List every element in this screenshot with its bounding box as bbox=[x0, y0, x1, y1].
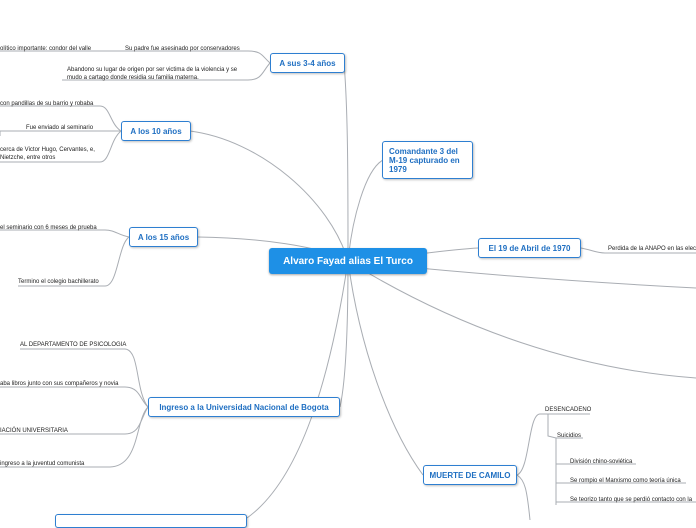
subtopic-anapo[interactable]: Perdida de la ANAPO en las elec bbox=[608, 246, 696, 252]
link-right-2 bbox=[347, 260, 696, 379]
link-bottom bbox=[246, 260, 349, 519]
link-seminario bbox=[0, 130, 121, 136]
link-comandante bbox=[347, 159, 384, 262]
link-colegio bbox=[18, 236, 130, 287]
subtopic-colegio[interactable]: Termino el colegio bachillerato bbox=[18, 279, 99, 285]
topic-muerte-camilo[interactable]: MUERTE DE CAMILO bbox=[423, 465, 517, 485]
link-a34 bbox=[343, 62, 349, 262]
subtopic-seminario[interactable]: Fue enviado al seminario bbox=[26, 125, 94, 131]
subtopic-libros[interactable]: aba libros junto con sus compañeros y no… bbox=[0, 381, 119, 387]
link-libros bbox=[0, 386, 149, 408]
subtopic-juventud[interactable]: ingreso a la juventud comunista bbox=[0, 461, 85, 467]
subtopic-victor-hugo[interactable]: cerca de Victor Hugo, Cervantes, e, Niet… bbox=[0, 147, 95, 161]
subtopic-pandillas[interactable]: con pandillas de su barrio y robaba bbox=[0, 101, 94, 107]
link-juventud bbox=[0, 406, 149, 468]
subtopic-abandono[interactable]: Abandono su lugar de origen por ser vict… bbox=[67, 67, 238, 81]
link-abandono bbox=[62, 62, 271, 81]
topic-a-sus-3-4[interactable]: A sus 3-4 años bbox=[270, 53, 345, 73]
link-victor bbox=[0, 130, 122, 163]
link-psicologia bbox=[20, 348, 149, 408]
topic-a-los-10[interactable]: A los 10 años bbox=[121, 121, 191, 141]
subtopic-psicologia[interactable]: AL DEPARTAMENTO DE PSICOLOGIA bbox=[20, 342, 127, 348]
subtopic-suicidios[interactable]: Suicidios bbox=[557, 433, 582, 439]
subtopic-prueba[interactable]: el seminario con 6 meses de prueba bbox=[0, 225, 97, 231]
subtopic-division[interactable]: División chino-soviética bbox=[570, 459, 633, 465]
link-univ bbox=[339, 260, 349, 408]
subtopic-padre[interactable]: Su padre fue asesinado por conservadores bbox=[125, 46, 240, 52]
link-camilo-down bbox=[516, 474, 531, 520]
subtopic-condor[interactable]: olítico importante: condor del valle bbox=[0, 46, 92, 52]
subtopic-desencadeno[interactable]: DESENCADENO bbox=[545, 407, 592, 413]
topic-bottom-cutoff[interactable] bbox=[55, 514, 247, 528]
link-prueba bbox=[0, 229, 130, 238]
link-condor bbox=[0, 50, 271, 64]
link-a10 bbox=[189, 130, 349, 262]
topic-comandante[interactable]: Comandante 3 del M-19 capturado en 1979 bbox=[382, 141, 473, 179]
subtopic-teorizo[interactable]: Se teorizo tanto que se perdió contacto … bbox=[570, 497, 693, 503]
link-camilo bbox=[347, 260, 424, 476]
central-topic[interactable]: Alvaro Fayad alias El Turco bbox=[269, 248, 427, 274]
subtopic-marxismo[interactable]: Se rompio el Marxismo como teoría única bbox=[570, 478, 681, 484]
link-desencadeno bbox=[516, 413, 590, 476]
link-pandillas bbox=[0, 105, 122, 132]
topic-universidad[interactable]: Ingreso a la Universidad Nacional de Bog… bbox=[148, 397, 340, 417]
subtopic-asociacion[interactable]: IACIÓN UNIVERSITARIA bbox=[0, 428, 68, 434]
link-suicidios bbox=[540, 413, 583, 439]
link-asociacion bbox=[0, 406, 149, 435]
topic-a-los-15[interactable]: A los 15 años bbox=[129, 227, 198, 247]
topic-19-abril[interactable]: El 19 de Abril de 1970 bbox=[478, 238, 581, 258]
link-anapo bbox=[580, 247, 696, 254]
